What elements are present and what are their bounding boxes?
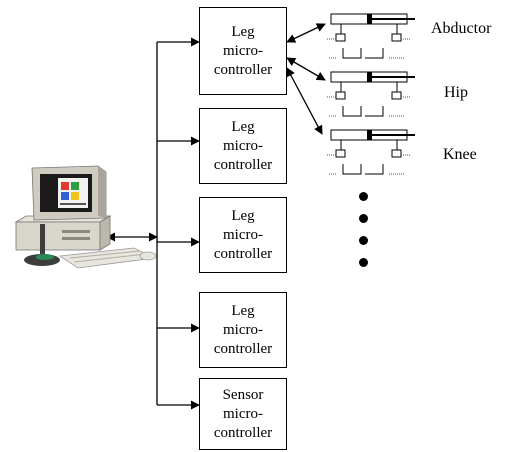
box-line-3: controller (213, 156, 273, 173)
leg-controller-box-1: Leg micro- controller (199, 7, 287, 95)
box-line-3: controller (213, 340, 273, 357)
box-line-3: controller (213, 61, 273, 78)
continuation-dot (359, 192, 368, 201)
actuator-label-abductor: Abductor (431, 20, 492, 37)
actuator-label-hip: Hip (444, 84, 468, 101)
box-line-1: Leg (231, 302, 255, 319)
pneumatic-cylinder-icon (327, 129, 415, 175)
box-line-2: micro- (223, 321, 263, 338)
continuation-dot (359, 236, 368, 245)
box-line-2: micro- (223, 226, 263, 243)
link-abductor (286, 23, 326, 43)
box-line-2: micro- (223, 137, 263, 154)
box-line-3: controller (213, 424, 273, 441)
box-line-3: controller (213, 245, 273, 262)
actuator-label-knee: Knee (443, 146, 477, 163)
box-line-1: Leg (231, 207, 255, 224)
link-knee (286, 67, 323, 135)
desktop-computer-icon (14, 165, 157, 269)
leg-controller-box-3: Leg micro- controller (199, 197, 287, 273)
box-line-1: Leg (231, 23, 255, 40)
continuation-dot (359, 258, 368, 267)
pneumatic-cylinder-icon (327, 13, 415, 59)
box-line-2: micro- (223, 405, 263, 422)
leg-controller-box-4: Leg micro- controller (199, 292, 287, 368)
box-line-2: micro- (223, 42, 263, 59)
continuation-dot (359, 214, 368, 223)
box-line-1: Sensor (222, 386, 264, 403)
leg-controller-box-2: Leg micro- controller (199, 108, 287, 184)
box-line-1: Leg (231, 118, 255, 135)
pneumatic-cylinder-icon (327, 71, 415, 117)
sensor-controller-box: Sensor micro- controller (199, 378, 287, 450)
link-hip (286, 57, 326, 81)
